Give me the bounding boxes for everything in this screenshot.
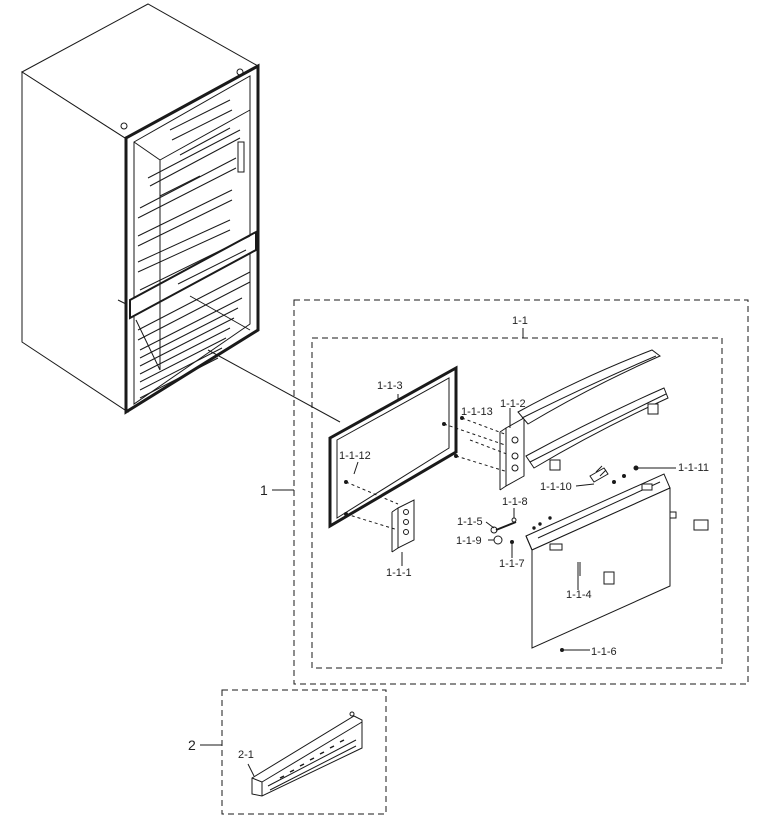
hinge-bracket-lower — [391, 499, 415, 553]
label-1-1-9: 1-1-9 — [456, 535, 482, 547]
assembly-1-box — [293, 299, 749, 685]
assembly-1-1-box — [311, 337, 723, 669]
label-1-1-6: 1-1-6 — [591, 646, 617, 658]
label-2: 2 — [188, 737, 196, 753]
hinge-bracket-upper — [499, 417, 525, 491]
label-1-1: 1-1 — [512, 315, 528, 327]
assembly-2-box — [221, 689, 387, 815]
handle-cap — [589, 465, 609, 483]
label-1-1-8: 1-1-8 — [502, 496, 528, 508]
label-1-1-10: 1-1-10 — [540, 481, 572, 493]
label-1-1-2: 1-1-2 — [500, 398, 526, 410]
label-2-1: 2-1 — [238, 749, 254, 761]
label-1-1-7: 1-1-7 — [499, 558, 525, 570]
door-panel — [525, 473, 671, 649]
label-1-1-1: 1-1-1 — [386, 567, 412, 579]
door-stopper — [490, 517, 517, 545]
door-gasket — [328, 365, 458, 529]
label-1-1-4: 1-1-4 — [566, 589, 592, 601]
freezer-basket — [251, 711, 363, 797]
label-1-1-11: 1-1-11 — [678, 462, 709, 474]
label-1: 1 — [260, 482, 268, 498]
door-handle-bottom — [525, 387, 669, 471]
label-1-1-5: 1-1-5 — [457, 516, 483, 528]
label-1-1-3: 1-1-3 — [377, 380, 403, 392]
label-1-1-12: 1-1-12 — [339, 450, 371, 462]
door-handle-top — [517, 349, 661, 425]
label-1-1-13: 1-1-13 — [461, 406, 493, 418]
refrigerator-cabinet — [21, 3, 260, 415]
